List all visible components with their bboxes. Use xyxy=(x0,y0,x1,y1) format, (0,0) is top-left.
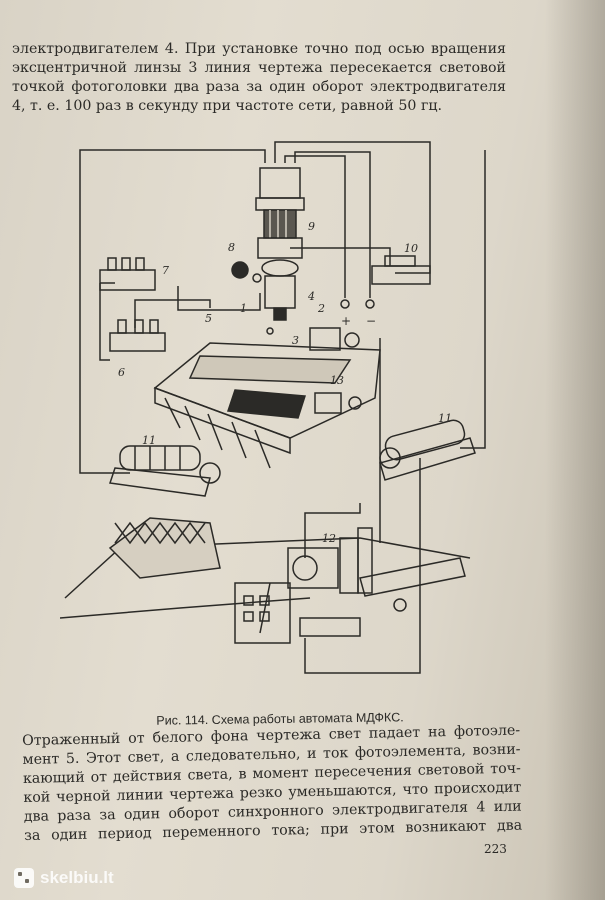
figure-label: 10 xyxy=(404,242,418,255)
figure-label: 11 xyxy=(142,434,156,447)
wire xyxy=(177,286,261,311)
figure-label: 1 xyxy=(240,302,247,315)
figure-label: 4 xyxy=(307,290,315,303)
figure-label: 2 xyxy=(317,302,325,315)
text-line: точкой фотоголовки два раза за один обор… xyxy=(12,79,506,95)
figure-label: 11 xyxy=(438,412,452,425)
text-line: эксцентричной линзы 3 линия чертежа пере… xyxy=(12,60,506,76)
text-line: электродвигателем 4. При установке точно… xyxy=(12,41,506,57)
figure-label: 13 xyxy=(330,374,344,387)
figure-label: 9 xyxy=(308,220,315,233)
mdfks-scheme-figure: 1 2 3 4 5 6 7 8 9 10 11 11 12 13 + − xyxy=(60,141,486,674)
figure-label: 7 xyxy=(162,264,169,277)
watermark: skelbiu.lt xyxy=(14,868,114,888)
terminal-plus: + xyxy=(341,314,351,328)
wire xyxy=(79,149,266,474)
figure-label: 6 xyxy=(118,366,125,379)
wire xyxy=(274,141,431,274)
top-paragraph: электродвигателем 4. При установке точно… xyxy=(12,40,506,116)
figure-label: 3 xyxy=(292,334,299,347)
figure-label: 12 xyxy=(322,532,336,545)
figure-label: 5 xyxy=(205,312,212,325)
wire xyxy=(134,299,211,328)
figure-label: 8 xyxy=(228,241,235,254)
wire xyxy=(460,150,486,449)
bottom-paragraph: Отраженный от белого фона чертежа свет п… xyxy=(22,722,522,846)
text-line: 4, т. е. 100 раз в секунду при частоте с… xyxy=(12,98,443,114)
wire xyxy=(304,503,361,558)
wire xyxy=(284,155,346,298)
skelbiu-logo-icon xyxy=(14,868,34,888)
wire xyxy=(304,458,421,674)
watermark-text: skelbiu.lt xyxy=(40,868,114,887)
terminal-minus: − xyxy=(366,314,376,328)
wire xyxy=(294,151,371,298)
page-shadow xyxy=(545,0,605,900)
wire xyxy=(290,247,391,266)
page-number: 223 xyxy=(484,842,507,856)
wire xyxy=(99,283,110,361)
